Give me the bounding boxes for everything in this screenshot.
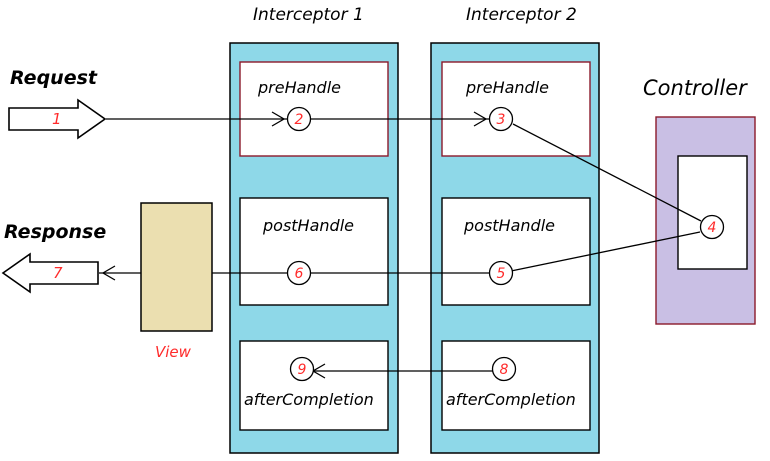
interceptor1-prehandle-label: preHandle xyxy=(257,78,341,97)
response-step-number: 7 xyxy=(53,264,63,282)
interceptor1-posthandle-label: postHandle xyxy=(262,216,354,235)
step-circle-4: 4 xyxy=(699,214,725,240)
request-step-number: 1 xyxy=(52,110,62,128)
flow-line-prehandle2-to-controller xyxy=(512,123,702,222)
step-circle-2-number: 2 xyxy=(295,112,304,128)
interceptor1-aftercompletion-label: afterCompletion xyxy=(244,390,374,409)
interceptor2-aftercompletion-label: afterCompletion xyxy=(446,390,576,409)
flow-arrowhead-into-prehandle1 xyxy=(271,111,286,127)
interceptor2-posthandle-label: postHandle xyxy=(463,216,555,235)
interceptor2-prehandle-label: preHandle xyxy=(465,78,549,97)
interceptor2-posthandle-box xyxy=(441,197,591,306)
step-circle-6-number: 6 xyxy=(295,266,304,282)
response-label: Response xyxy=(4,221,106,243)
view-label: View xyxy=(155,343,192,361)
step-circle-5-number: 5 xyxy=(497,266,506,282)
step-circle-8-number: 8 xyxy=(500,362,509,378)
interceptor2-title: Interceptor 2 xyxy=(466,5,577,25)
step-circle-2: 2 xyxy=(286,106,312,132)
interceptor1-title: Interceptor 1 xyxy=(253,5,364,25)
view-box xyxy=(140,202,213,332)
step-circle-5: 5 xyxy=(488,260,514,286)
step-circle-4-number: 4 xyxy=(708,220,717,236)
flow-arrowhead-into-response xyxy=(101,265,116,281)
request-label: Request xyxy=(10,67,98,89)
flow-arrowhead-into-prehandle2 xyxy=(473,111,488,127)
controller-title: Controller xyxy=(643,76,748,100)
interceptor1-posthandle-box xyxy=(239,197,389,306)
step-circle-3-number: 3 xyxy=(497,112,506,128)
response-block-arrow xyxy=(1,252,99,294)
request-block-arrow xyxy=(8,98,107,140)
controller-inner-box xyxy=(677,155,748,270)
step-circle-9: 9 xyxy=(289,356,315,382)
step-circle-8: 8 xyxy=(491,356,517,382)
interceptor1-aftercompletion-box xyxy=(239,340,389,431)
step-circle-3: 3 xyxy=(488,106,514,132)
interceptor1-prehandle-box xyxy=(239,61,389,157)
step-circle-6: 6 xyxy=(286,260,312,286)
step-circle-9-number: 9 xyxy=(298,362,307,378)
interceptor2-prehandle-box xyxy=(441,61,591,157)
flow-line-controller-to-posthandle2 xyxy=(510,231,701,272)
interceptor2-aftercompletion-box xyxy=(441,340,591,431)
